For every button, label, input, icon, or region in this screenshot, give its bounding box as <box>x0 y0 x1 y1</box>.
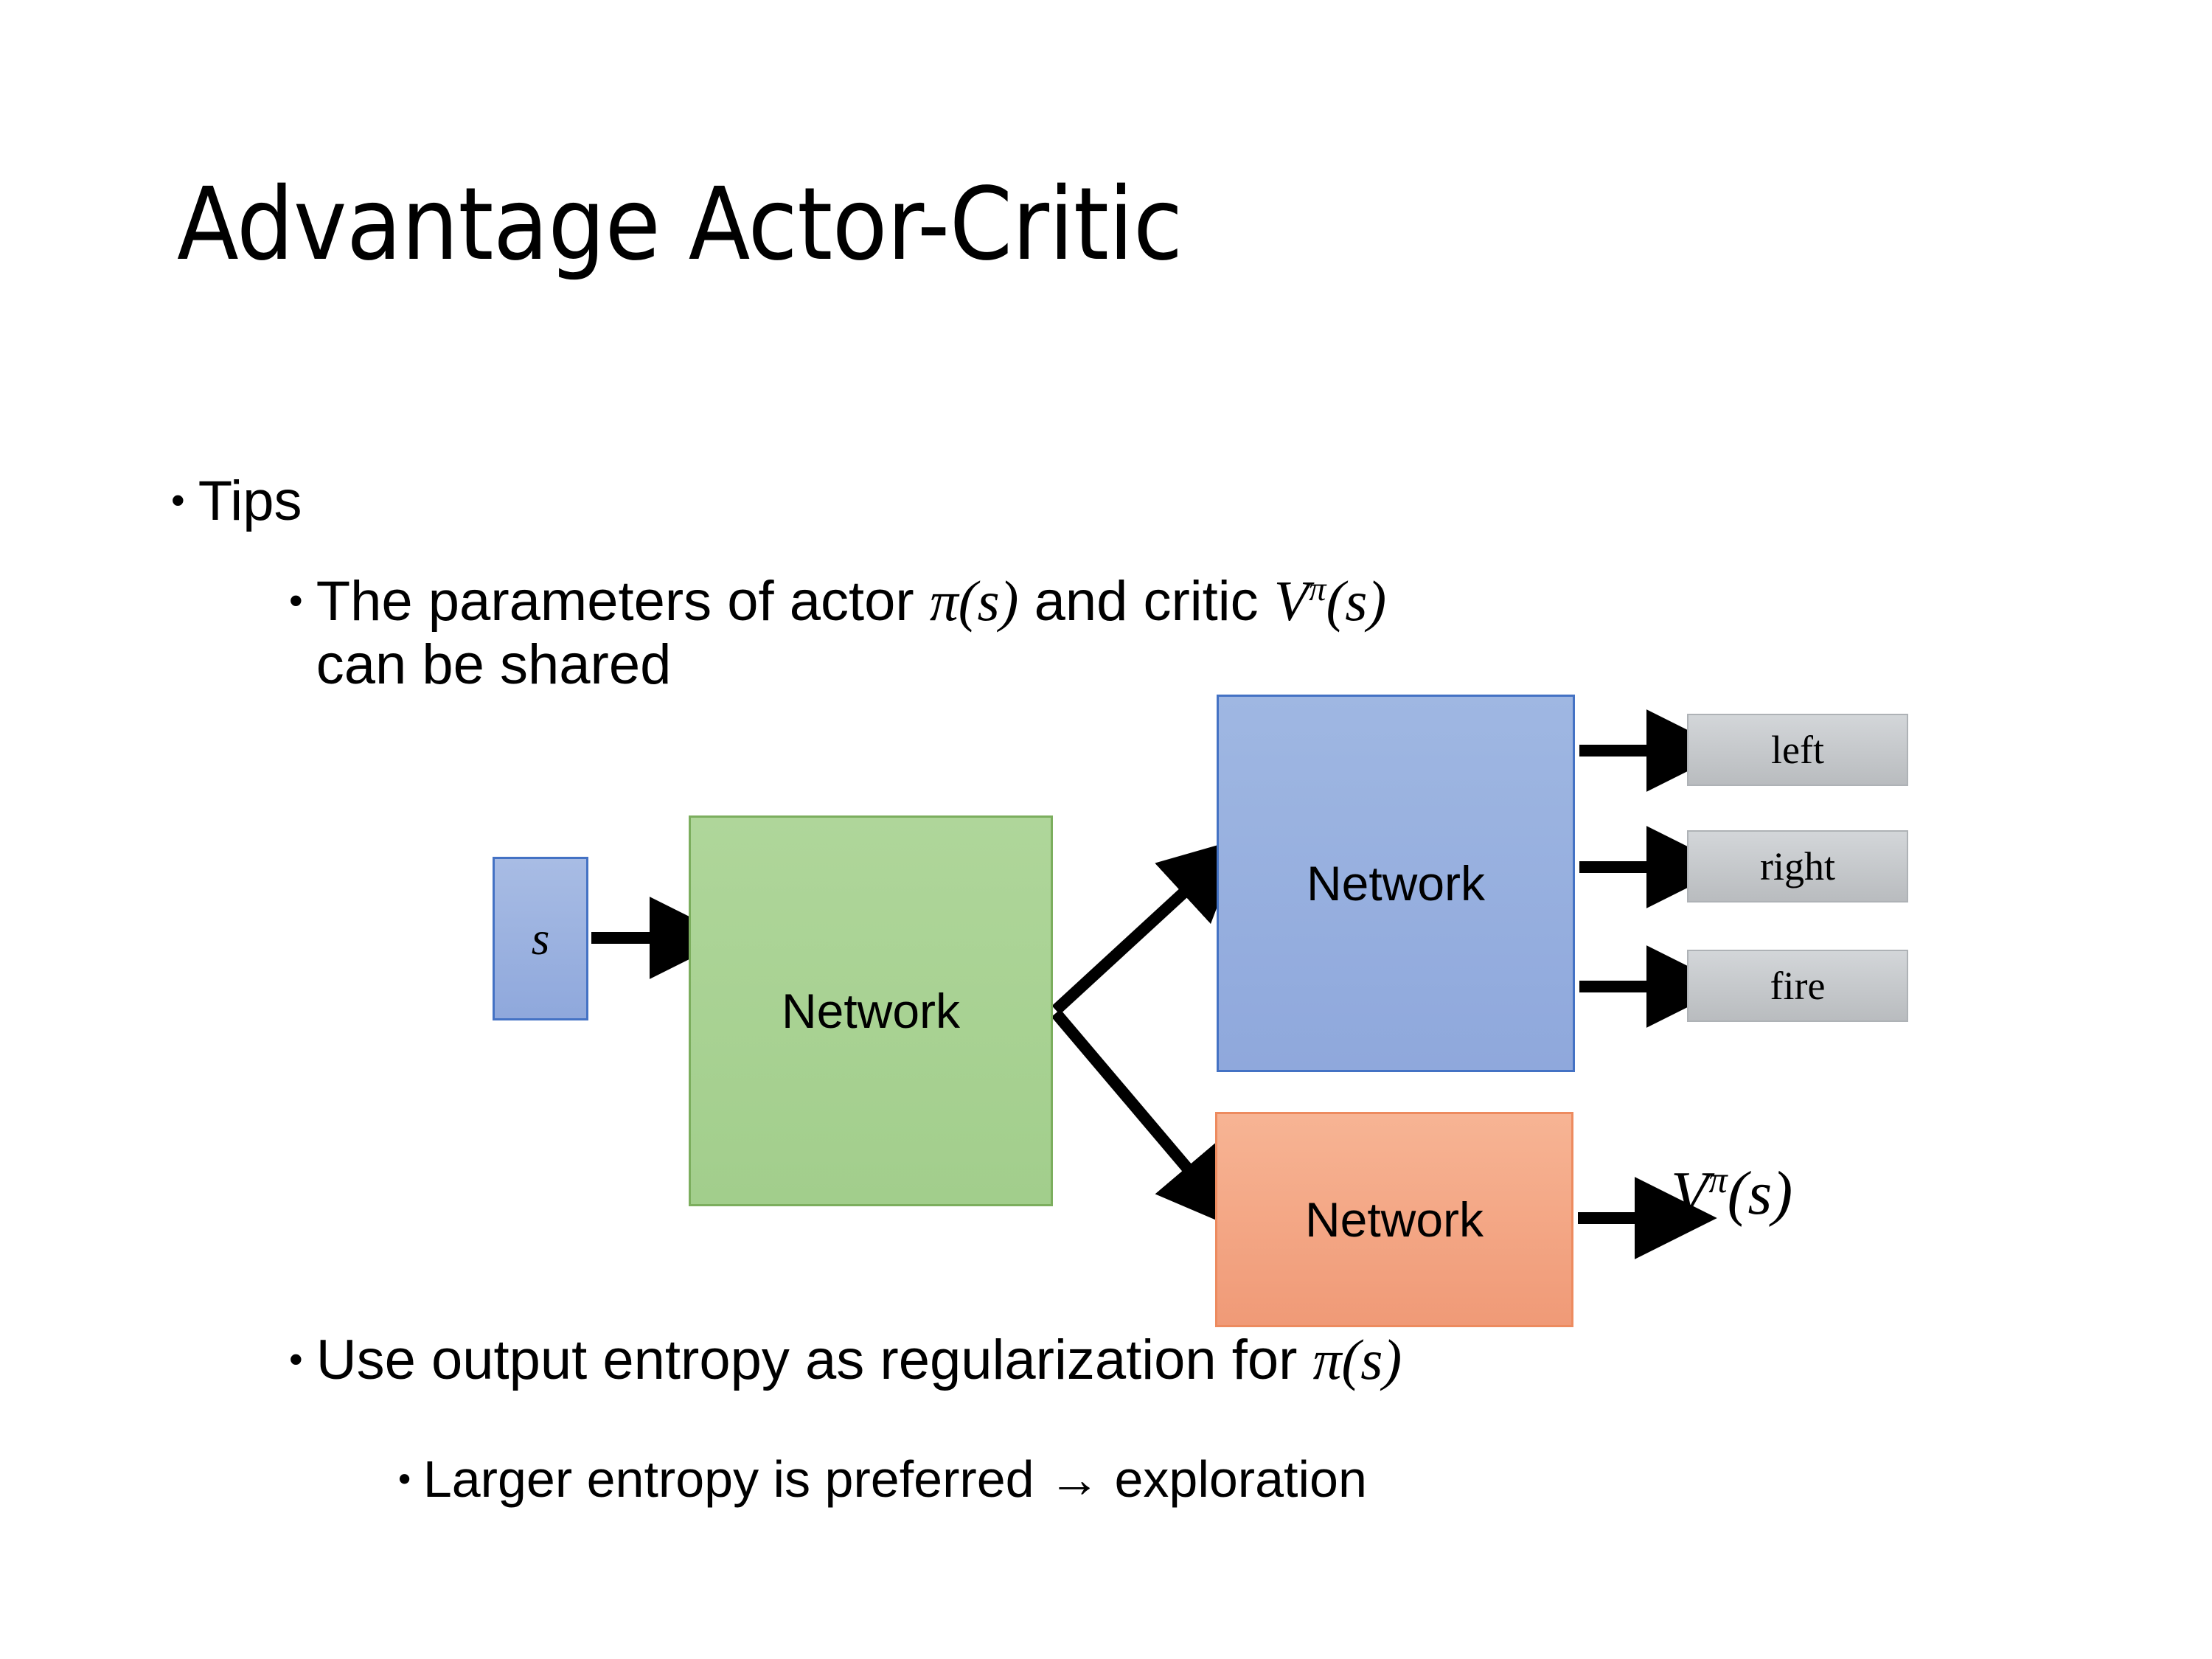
input-state-box: s <box>493 857 588 1020</box>
critic-network-box: Network <box>1215 1112 1573 1327</box>
action-output-left: left <box>1687 714 1908 786</box>
action-output-fire: fire <box>1687 950 1908 1022</box>
action-output-right-label: right <box>1760 844 1835 888</box>
bullet-marker: • <box>289 1338 303 1382</box>
bullet-tips-label: Tips <box>198 470 302 532</box>
bullet-marker: • <box>398 1459 411 1500</box>
bullet-marker: • <box>171 479 185 523</box>
value-base: V <box>1671 1159 1709 1228</box>
actor-network-label: Network <box>1306 856 1486 911</box>
bullet-larger-entropy: • Larger entropy is preferred → explorat… <box>398 1450 1367 1509</box>
bullet-entropy-regularization: • Use output entropy as regularization f… <box>289 1327 1402 1393</box>
value-function-output-label: Vπ(s) <box>1671 1158 1792 1229</box>
action-output-right: right <box>1687 830 1908 902</box>
math-critic-base: V <box>1273 569 1310 633</box>
bullet-entropy-text: Use output entropy as regularization for… <box>316 1327 1402 1393</box>
bullet-marker: • <box>289 579 303 623</box>
page-title: Advantage Actor-Critic <box>177 167 1183 283</box>
arrow-shared-to-actor <box>1051 838 1244 1015</box>
text-fragment-middle: and critic <box>1018 570 1274 633</box>
critic-network-label: Network <box>1304 1192 1484 1247</box>
bullet-shared-parameters: • The parameters of actor π(s) and criti… <box>289 569 2059 696</box>
text-fragment-before: Use output entropy as regularization for <box>316 1329 1313 1391</box>
arrow-shared-to-critic <box>1051 1009 1240 1231</box>
math-actor-policy: π(s) <box>1312 1328 1402 1391</box>
text-fragment-after: can be shared <box>316 633 672 696</box>
math-critic-argument: (s) <box>1326 569 1387 633</box>
text-fragment-before: The parameters of actor <box>316 570 930 633</box>
math-critic-value: Vπ(s) <box>1274 569 1386 633</box>
shared-network-label: Network <box>781 984 961 1038</box>
value-argument: (s) <box>1727 1159 1793 1228</box>
bullet-larger-entropy-label: Larger entropy is preferred → exploratio… <box>422 1450 1367 1508</box>
bullet-tips: • Tips <box>171 469 302 533</box>
input-state-label: s <box>531 912 550 964</box>
action-output-fire-label: fire <box>1770 964 1826 1008</box>
bullet-shared-parameters-text: The parameters of actor π(s) and critic … <box>316 569 1387 696</box>
actor-network-box: Network <box>1217 695 1575 1072</box>
math-actor-policy: π(s) <box>929 569 1019 633</box>
action-output-left-label: left <box>1771 728 1824 772</box>
math-critic-superscript: π <box>1309 571 1326 609</box>
shared-network-box: Network <box>689 815 1053 1206</box>
value-superscript: π <box>1708 1159 1728 1200</box>
